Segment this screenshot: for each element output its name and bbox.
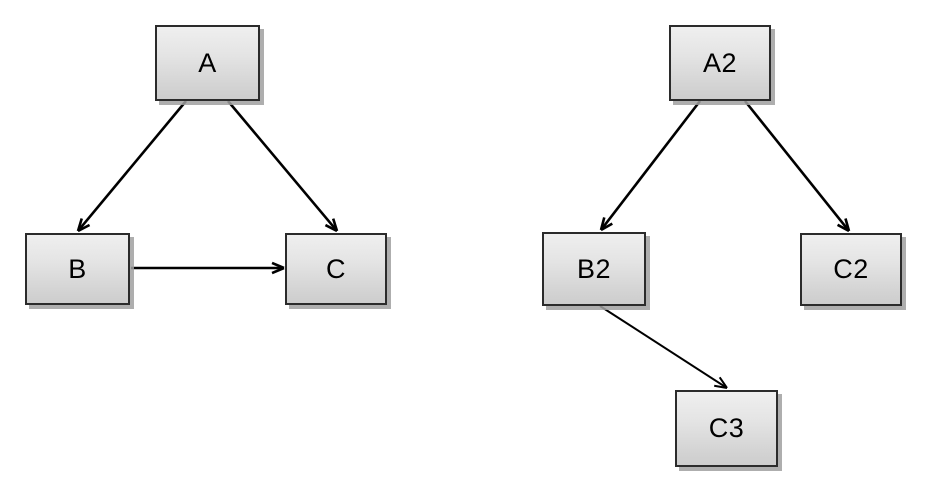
- node-a[interactable]: A: [155, 25, 260, 101]
- node-c3[interactable]: C3: [675, 390, 778, 467]
- node-b-label: B: [68, 253, 87, 284]
- node-b2[interactable]: B2: [542, 232, 646, 306]
- node-c2-label: C2: [833, 254, 869, 284]
- edge-a2-c2: [743, 100, 851, 233]
- node-a2[interactable]: A2: [669, 25, 771, 101]
- node-c3-label: C3: [708, 413, 745, 443]
- node-b[interactable]: B: [25, 233, 130, 305]
- edge-a-b: [76, 100, 187, 233]
- node-c[interactable]: C: [285, 233, 387, 305]
- node-a-label: A: [198, 47, 217, 78]
- node-c2[interactable]: C2: [800, 233, 902, 306]
- edge-a2-b2: [599, 100, 702, 232]
- edge-b2-c3: [599, 305, 728, 389]
- node-c-label: C: [326, 253, 346, 284]
- node-a2-label: A2: [702, 47, 738, 78]
- node-b2-label: B2: [576, 253, 612, 284]
- edge-a-c: [227, 100, 339, 233]
- edge-b-c: [131, 261, 285, 275]
